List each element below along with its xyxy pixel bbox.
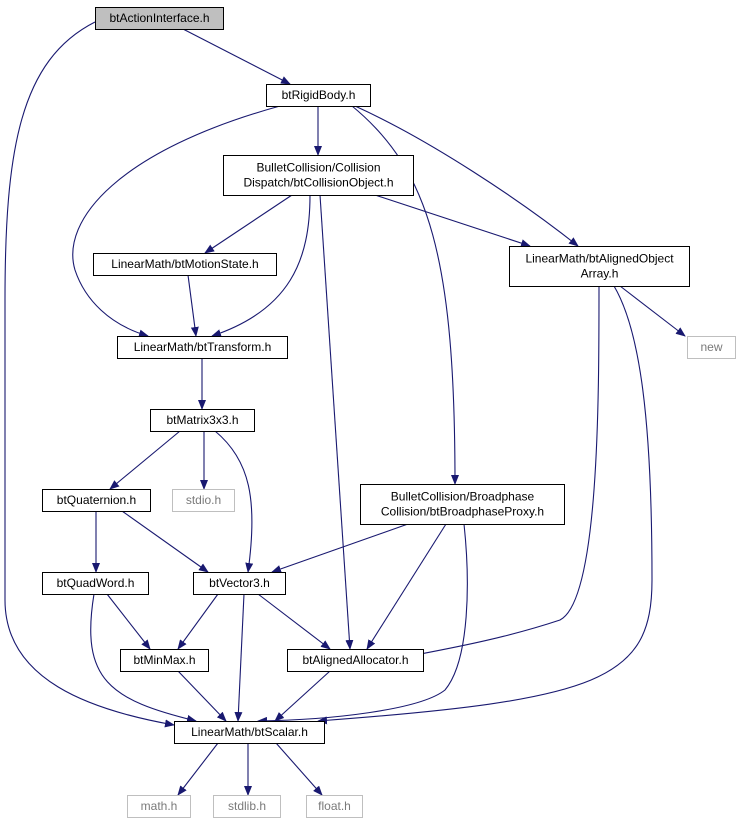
edge-btQuadWord-to-btScalar bbox=[106, 593, 151, 650]
edge-btMinMax-to-btScalar bbox=[177, 670, 227, 722]
node-btBroadphaseProxy[interactable]: BulletCollision/BroadphaseCollision/btBr… bbox=[360, 484, 565, 525]
node-float: float.h bbox=[306, 795, 363, 818]
node-label: LinearMath/btTransform.h bbox=[134, 340, 272, 354]
node-box bbox=[95, 7, 224, 30]
node-box bbox=[127, 795, 191, 818]
node-label: new bbox=[700, 340, 722, 354]
edge-btActionInterface-to-btScalar bbox=[4, 21, 175, 728]
node-label: btRigidBody.h bbox=[282, 88, 356, 102]
node-label: stdlib.h bbox=[228, 799, 266, 813]
edge-btMatrix3x3-to-btVector3 bbox=[214, 430, 254, 573]
node-label: LinearMath/btScalar.h bbox=[191, 725, 308, 739]
edge-btScalar-to-float bbox=[275, 742, 323, 796]
node-label: btMinMax.h bbox=[133, 653, 195, 667]
node-label: LinearMath/btAlignedObject bbox=[525, 252, 674, 266]
node-box bbox=[360, 484, 565, 525]
node-btCollisionObject[interactable]: BulletCollision/CollisionDispatch/btColl… bbox=[223, 155, 414, 196]
edge-btAlignedObjectArray-to-btAlignedAllocator bbox=[404, 285, 600, 660]
edge-btAlignedObjectArray-to-new bbox=[619, 285, 686, 337]
node-btQuaternion[interactable]: btQuaternion.h bbox=[42, 489, 151, 512]
edge-btCollisionObject-to-btAlignedAllocator bbox=[319, 194, 354, 650]
node-label: stdio.h bbox=[186, 493, 221, 507]
edge-btRigidBody-to-btTransform bbox=[72, 105, 281, 338]
node-stdio: stdio.h bbox=[172, 489, 235, 512]
node-stdlib: stdlib.h bbox=[213, 795, 281, 818]
edge-btAlignedObjectArray-to-btScalar bbox=[317, 285, 653, 725]
edge-btBroadphaseProxy-to-btScalar bbox=[257, 523, 468, 725]
edge-btScalar-to-math bbox=[177, 742, 219, 796]
node-box bbox=[42, 489, 151, 512]
node-label: Dispatch/btCollisionObject.h bbox=[243, 176, 393, 190]
edge-btBroadphaseProxy-to-btAlignedAllocator bbox=[366, 523, 447, 650]
edge-btMotionState-to-btTransform bbox=[187, 274, 199, 337]
node-btScalar[interactable]: LinearMath/btScalar.h bbox=[174, 721, 325, 744]
node-box bbox=[120, 649, 209, 672]
node-btMotionState[interactable]: LinearMath/btMotionState.h bbox=[93, 253, 277, 276]
node-box bbox=[687, 336, 736, 359]
node-label: float.h bbox=[318, 799, 351, 813]
node-btMinMax[interactable]: btMinMax.h bbox=[120, 649, 209, 672]
edge-btVector3-to-btScalar bbox=[234, 593, 245, 722]
node-btQuadWord[interactable]: btQuadWord.h bbox=[42, 572, 149, 595]
edge-btVector3-to-btAlignedAllocator bbox=[257, 593, 331, 650]
node-label: Array.h bbox=[581, 267, 619, 281]
node-btVector3[interactable]: btVector3.h bbox=[193, 572, 286, 595]
edge-btRigidBody-to-btBroadphaseProxy bbox=[351, 105, 459, 485]
node-label: BulletCollision/Collision bbox=[256, 161, 380, 175]
node-box bbox=[93, 253, 277, 276]
node-box bbox=[223, 155, 414, 196]
node-label: Collision/btBroadphaseProxy.h bbox=[381, 505, 544, 519]
edges-layer bbox=[4, 21, 686, 796]
edge-btCollisionObject-to-btMotionState bbox=[204, 194, 293, 254]
node-label: btQuaternion.h bbox=[57, 493, 136, 507]
node-label: LinearMath/btMotionState.h bbox=[111, 257, 258, 271]
node-box bbox=[287, 649, 424, 672]
edge-btQuaternion-to-btVector3 bbox=[121, 510, 209, 573]
node-label: btMatrix3x3.h bbox=[166, 413, 238, 427]
node-box bbox=[117, 336, 288, 359]
node-box bbox=[174, 721, 325, 744]
edge-btAlignedAllocator-to-btScalar bbox=[274, 670, 331, 722]
node-btRigidBody[interactable]: btRigidBody.h bbox=[266, 84, 371, 107]
edge-btCollisionObject-to-btAlignedObjectArray bbox=[374, 194, 531, 247]
edge-btQuadWord-to-btMinMax bbox=[90, 593, 197, 723]
node-box bbox=[42, 572, 149, 595]
node-label: btVector3.h bbox=[209, 576, 270, 590]
edge-btMatrix3x3-to-btQuaternion bbox=[109, 430, 181, 490]
node-btTransform[interactable]: LinearMath/btTransform.h bbox=[117, 336, 288, 359]
node-btMatrix3x3[interactable]: btMatrix3x3.h bbox=[150, 409, 255, 432]
node-label: btActionInterface.h bbox=[109, 11, 209, 25]
edge-btRigidBody-to-btAlignedObjectArray bbox=[354, 105, 579, 247]
edge-btVector3-to-btMinMax bbox=[177, 593, 219, 650]
node-box bbox=[172, 489, 235, 512]
edge-btActionInterface-to-btRigidBody bbox=[182, 28, 291, 85]
node-label: BulletCollision/Broadphase bbox=[391, 490, 535, 504]
node-box bbox=[213, 795, 281, 818]
edge-btCollisionObject-to-btTransform bbox=[211, 194, 311, 337]
node-box bbox=[306, 795, 363, 818]
node-box bbox=[193, 572, 286, 595]
node-btAlignedAllocator[interactable]: btAlignedAllocator.h bbox=[287, 649, 424, 672]
node-box bbox=[150, 409, 255, 432]
node-label: math.h bbox=[141, 799, 178, 813]
nodes-layer: btActionInterface.h btRigidBody.hBulletCo… bbox=[42, 7, 736, 818]
node-math: math.h bbox=[127, 795, 191, 818]
edge-btBroadphaseProxy-to-btVector3 bbox=[271, 523, 409, 573]
node-btActionInterface[interactable]: btActionInterface.h bbox=[95, 7, 224, 30]
node-box bbox=[266, 84, 371, 107]
node-label: btQuadWord.h bbox=[57, 576, 135, 590]
node-label: btAlignedAllocator.h bbox=[302, 653, 408, 667]
node-box bbox=[509, 246, 690, 287]
node-new: new bbox=[687, 336, 736, 359]
